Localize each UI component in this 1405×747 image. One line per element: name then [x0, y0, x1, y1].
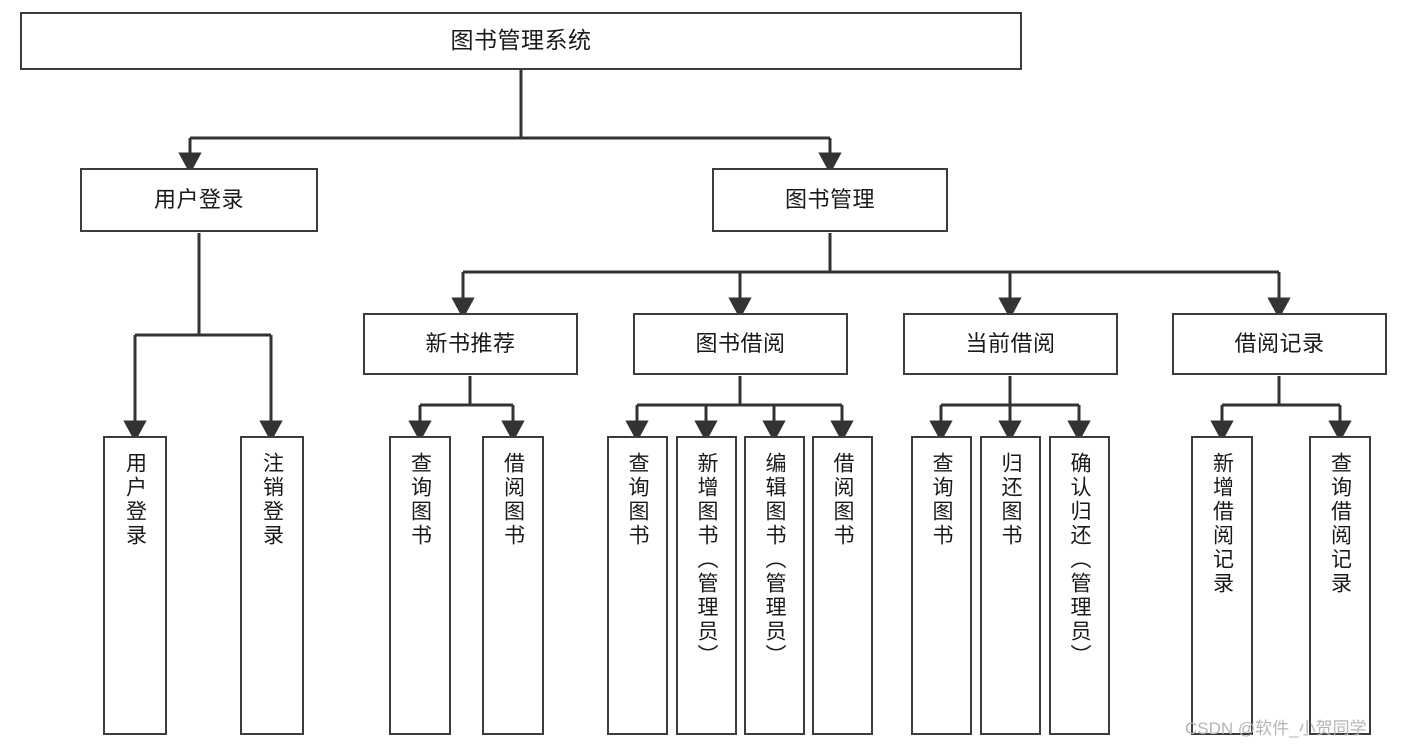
watermark-text: CSDN @软件_小贺同学 — [1185, 719, 1367, 738]
node-leaf-query-book-1-label: 查询图书 — [408, 452, 432, 548]
node-leaf-logout-login-label: 注销登录 — [260, 452, 284, 548]
node-borrow-record[interactable]: 借阅记录 — [1172, 313, 1387, 375]
node-leaf-query-record-label: 查询借阅记录 — [1328, 452, 1352, 596]
node-leaf-borrow-book-2[interactable]: 借阅图书 — [812, 436, 873, 735]
node-leaf-borrow-book-2-label: 借阅图书 — [831, 452, 854, 548]
node-leaf-query-book-2-label: 查询图书 — [626, 452, 649, 548]
node-leaf-add-record-label: 新增借阅记录 — [1210, 452, 1234, 596]
node-new-book-recommend[interactable]: 新书推荐 — [363, 313, 578, 375]
node-leaf-query-book-3-label: 查询图书 — [930, 452, 953, 548]
node-leaf-add-book-label: 新增图书（管理员） — [695, 452, 718, 668]
node-root[interactable]: 图书管理系统 — [20, 12, 1022, 70]
node-leaf-borrow-book-1[interactable]: 借阅图书 — [482, 436, 544, 735]
node-leaf-query-record[interactable]: 查询借阅记录 — [1309, 436, 1371, 735]
node-leaf-borrow-book-1-label: 借阅图书 — [501, 452, 525, 548]
node-new-book-recommend-label: 新书推荐 — [425, 330, 516, 356]
node-user-login[interactable]: 用户登录 — [80, 168, 318, 232]
node-leaf-logout-login[interactable]: 注销登录 — [240, 436, 304, 735]
node-book-management-label: 图书管理 — [784, 186, 875, 212]
node-borrow-record-label: 借阅记录 — [1234, 330, 1325, 356]
node-book-borrow-label: 图书借阅 — [695, 330, 786, 356]
node-leaf-edit-book-label: 编辑图书（管理员） — [763, 452, 786, 668]
node-leaf-query-book-3[interactable]: 查询图书 — [911, 436, 972, 735]
node-user-login-label: 用户登录 — [153, 186, 244, 212]
node-leaf-return-book[interactable]: 归还图书 — [980, 436, 1041, 735]
node-current-borrow[interactable]: 当前借阅 — [903, 313, 1118, 375]
node-leaf-confirm-return-label: 确认归还（管理员） — [1068, 452, 1091, 668]
node-leaf-edit-book[interactable]: 编辑图书（管理员） — [744, 436, 805, 735]
node-leaf-confirm-return[interactable]: 确认归还（管理员） — [1049, 436, 1110, 735]
node-leaf-query-book-1[interactable]: 查询图书 — [389, 436, 451, 735]
node-book-management[interactable]: 图书管理 — [712, 168, 948, 232]
node-root-label: 图书管理系统 — [450, 27, 592, 54]
node-leaf-add-book[interactable]: 新增图书（管理员） — [676, 436, 737, 735]
node-leaf-user-login[interactable]: 用户登录 — [103, 436, 167, 735]
node-leaf-return-book-label: 归还图书 — [999, 452, 1022, 548]
node-current-borrow-label: 当前借阅 — [965, 330, 1056, 356]
node-leaf-add-record[interactable]: 新增借阅记录 — [1191, 436, 1253, 735]
node-book-borrow[interactable]: 图书借阅 — [633, 313, 848, 375]
node-leaf-user-login-label: 用户登录 — [123, 452, 147, 548]
node-leaf-query-book-2[interactable]: 查询图书 — [607, 436, 668, 735]
